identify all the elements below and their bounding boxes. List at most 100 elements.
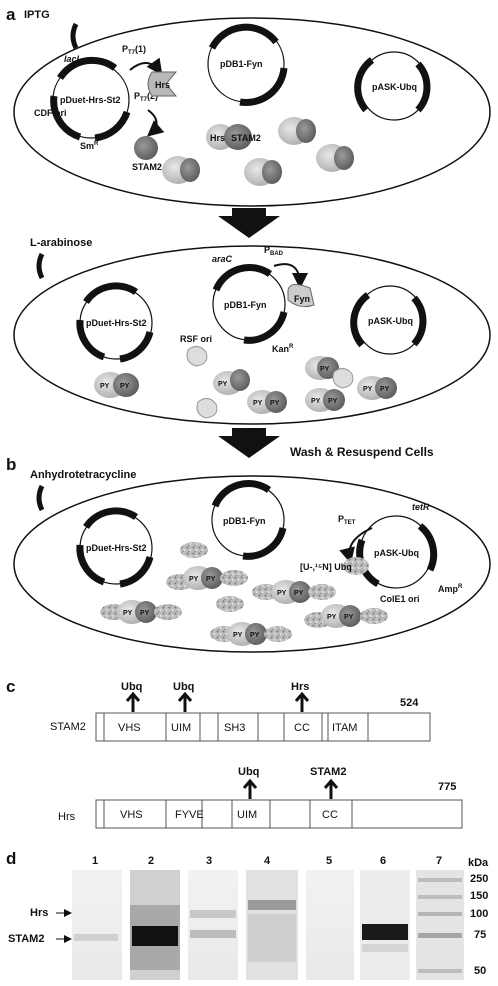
svg-text:PY: PY bbox=[250, 632, 260, 639]
svg-text:VHS: VHS bbox=[118, 722, 141, 734]
svg-text:Ubq: Ubq bbox=[173, 681, 194, 693]
svg-text:pASK-Ubq: pASK-Ubq bbox=[374, 548, 419, 558]
cdf-ori-label: CDF ori bbox=[34, 108, 67, 118]
svg-text:Hrs: Hrs bbox=[291, 681, 309, 693]
gel-lanes bbox=[72, 870, 464, 980]
svg-text:4: 4 bbox=[264, 855, 271, 867]
svg-text:5: 5 bbox=[326, 855, 332, 867]
transition-arrow-2 bbox=[218, 428, 280, 458]
hrs-protein-shape bbox=[147, 71, 178, 97]
svg-text:pDuet-Hrs-St2: pDuet-Hrs-St2 bbox=[86, 318, 147, 328]
ubq-protein-shape bbox=[343, 557, 369, 575]
panel-label-a: a bbox=[6, 5, 16, 24]
inducer-arabinose-arrow bbox=[36, 252, 45, 280]
wash-label: Wash & Resuspend Cells bbox=[290, 445, 434, 459]
panel-label-d: d bbox=[6, 849, 16, 868]
svg-text:PY: PY bbox=[277, 590, 287, 597]
svg-text:UIM: UIM bbox=[171, 722, 191, 734]
svg-text:PY: PY bbox=[123, 610, 133, 617]
fyn-label: Fyn bbox=[294, 294, 310, 304]
stam2-protein-shape bbox=[134, 136, 158, 160]
hrs-name: Hrs bbox=[58, 811, 76, 823]
svg-text:75: 75 bbox=[474, 929, 486, 941]
gel-band-hrs: Hrs bbox=[30, 907, 48, 919]
svg-text:PY: PY bbox=[218, 381, 228, 388]
svg-text:pASK-Ubq: pASK-Ubq bbox=[372, 82, 417, 92]
plasmid-ask-cell1: pASK-Ubq bbox=[354, 51, 431, 121]
tetR-label: tetR bbox=[412, 502, 430, 512]
svg-text:6: 6 bbox=[380, 855, 386, 867]
svg-text:PY: PY bbox=[363, 386, 373, 393]
stam2-name: STAM2 bbox=[50, 721, 86, 733]
plasmid-duet-cell1: pDuet-Hrs-St2 bbox=[50, 56, 131, 142]
svg-text:PY: PY bbox=[344, 614, 354, 621]
svg-text:PY: PY bbox=[140, 610, 150, 617]
transition-arrow-1 bbox=[218, 208, 280, 238]
pbad-label: PBAD bbox=[264, 245, 284, 257]
svg-text:SH3: SH3 bbox=[224, 722, 245, 734]
plasmid-db1-cell2: pDB1-Fyn bbox=[212, 264, 288, 344]
panel-label-b: b bbox=[6, 455, 16, 474]
plasmid-duet-cell3: pDuet-Hrs-St2 bbox=[76, 507, 154, 588]
svg-text:7: 7 bbox=[436, 855, 442, 867]
inducer-atc: Anhydrotetracycline bbox=[30, 469, 136, 481]
inducer-iptg: IPTG bbox=[24, 9, 50, 21]
svg-text:pDB1-Fyn: pDB1-Fyn bbox=[220, 59, 263, 69]
gel-markers: 250 150 100 75 50 bbox=[470, 873, 488, 977]
complex-cluster-cell1: Hrs STAM2 bbox=[162, 117, 354, 186]
fyn-protein-shape bbox=[287, 284, 315, 308]
cole1-label: ColE1 ori bbox=[380, 594, 420, 604]
inducer-arabinose: L-arabinose bbox=[30, 237, 92, 249]
gel-unit: kDa bbox=[468, 857, 489, 869]
svg-text:PY: PY bbox=[270, 400, 280, 407]
svg-text:PY: PY bbox=[311, 398, 321, 405]
ampr-label: AmpR bbox=[438, 584, 463, 594]
svg-text:PY: PY bbox=[100, 383, 110, 390]
svg-text:3: 3 bbox=[206, 855, 212, 867]
pt7-1-label: PT7(1) bbox=[122, 44, 146, 56]
ubq-label: [U-,¹⁵N] Ubq bbox=[300, 562, 352, 572]
svg-text:CC: CC bbox=[294, 722, 310, 734]
kanr-label: KanR bbox=[272, 344, 294, 354]
araC-label: araC bbox=[212, 254, 233, 264]
svg-text:CC: CC bbox=[322, 809, 338, 821]
svg-text:50: 50 bbox=[474, 965, 486, 977]
svg-text:Ubq: Ubq bbox=[121, 681, 142, 693]
svg-text:250: 250 bbox=[470, 873, 488, 885]
svg-text:PY: PY bbox=[328, 398, 338, 405]
svg-text:STAM2: STAM2 bbox=[310, 766, 346, 778]
svg-text:PY: PY bbox=[206, 576, 216, 583]
plasmid-ask-cell2: pASK-Ubq bbox=[350, 285, 427, 355]
lacI-label: lacI bbox=[64, 54, 80, 64]
plasmid-duet-label: pDuet-Hrs-St2 bbox=[60, 95, 121, 105]
svg-text:pDuet-Hrs-St2: pDuet-Hrs-St2 bbox=[86, 543, 147, 553]
svg-text:PY: PY bbox=[327, 614, 337, 621]
svg-text:2: 2 bbox=[148, 855, 154, 867]
svg-text:1: 1 bbox=[92, 855, 98, 867]
svg-text:PY: PY bbox=[233, 632, 243, 639]
stam2-protein-label: STAM2 bbox=[132, 162, 162, 172]
svg-text:UIM: UIM bbox=[237, 809, 257, 821]
stam2-domain-map: STAM2 524 VHS UIM SH3 CC ITAM Ubq Ubq Hr… bbox=[50, 681, 431, 742]
svg-text:ITAM: ITAM bbox=[332, 722, 357, 734]
svg-text:FYVE: FYVE bbox=[175, 809, 204, 821]
stam2-length: 524 bbox=[400, 697, 419, 709]
panel-label-c: c bbox=[6, 677, 15, 696]
inducer-atc-arrow bbox=[36, 484, 45, 512]
hrs-domain-map: Hrs 775 VHS FYVE UIM CC Ubq STAM2 bbox=[58, 766, 463, 829]
plasmid-db1-cell1: pDB1-Fyn bbox=[207, 23, 288, 106]
inducer-iptg-arrow bbox=[70, 22, 79, 50]
svg-text:pDB1-Fyn: pDB1-Fyn bbox=[224, 300, 267, 310]
svg-text:100: 100 bbox=[470, 908, 488, 920]
svg-text:STAM2: STAM2 bbox=[231, 133, 261, 143]
svg-text:PY: PY bbox=[189, 576, 199, 583]
svg-text:pASK-Ubq: pASK-Ubq bbox=[368, 316, 413, 326]
hrs-protein-label: Hrs bbox=[155, 80, 170, 90]
svg-text:pDB1-Fyn: pDB1-Fyn bbox=[223, 516, 266, 526]
svg-text:Ubq: Ubq bbox=[238, 766, 259, 778]
ptet-label: PTET bbox=[338, 514, 356, 526]
svg-text:PY: PY bbox=[380, 386, 390, 393]
